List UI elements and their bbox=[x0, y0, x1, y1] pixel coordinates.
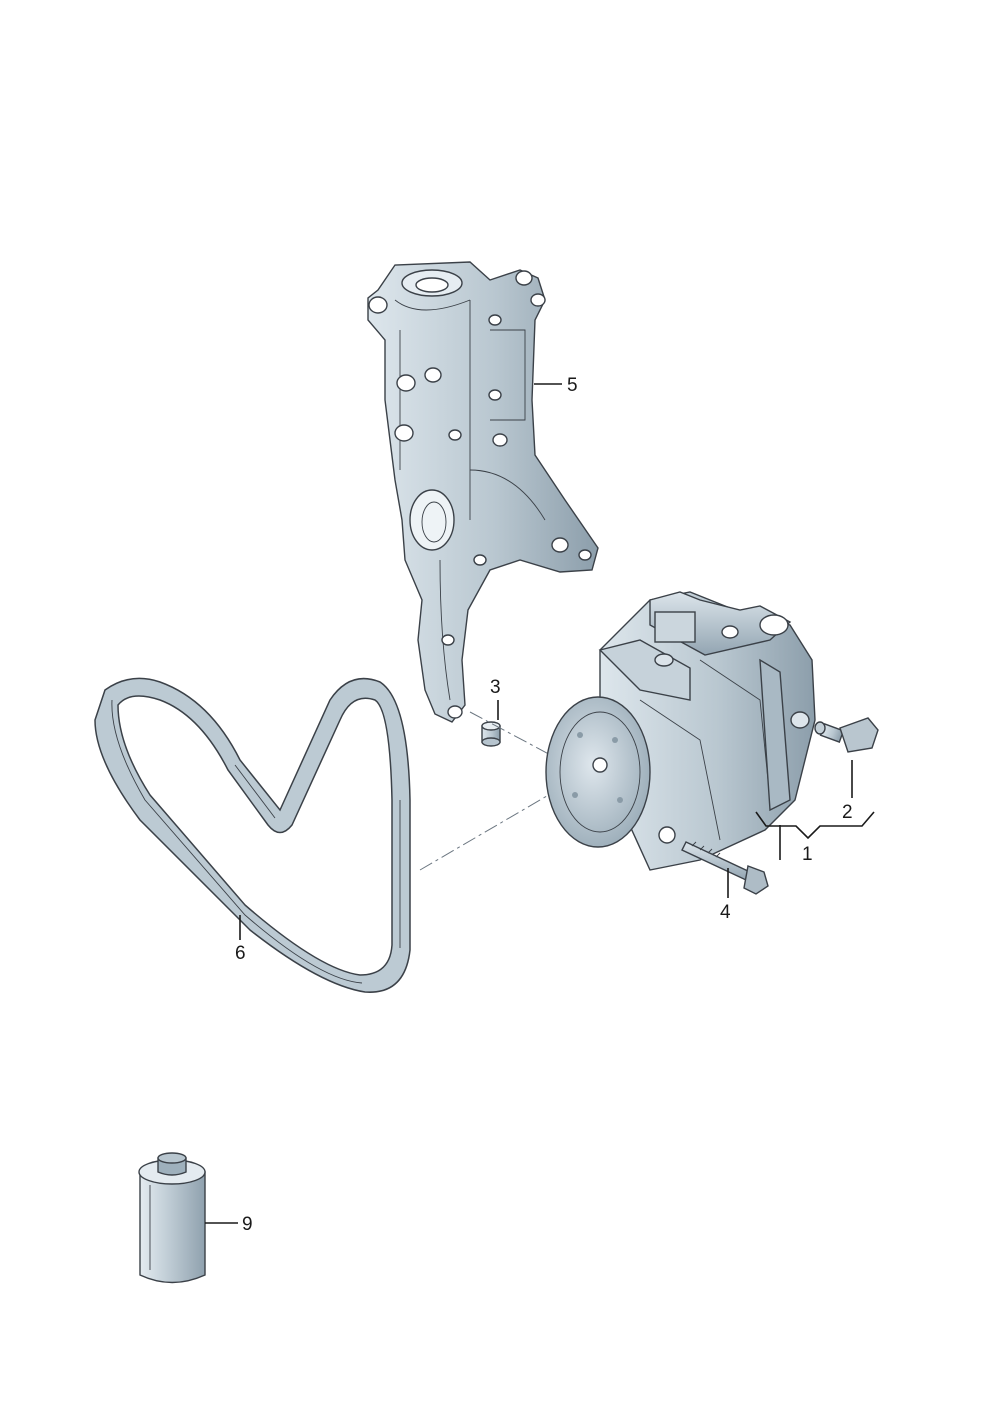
bracket-brace-1 bbox=[755, 811, 875, 840]
pressure-sensor-icon bbox=[814, 717, 879, 753]
hex-bolt-icon bbox=[681, 841, 769, 895]
callout-6[interactable]: 6 bbox=[235, 943, 246, 964]
callout-4[interactable]: 4 bbox=[720, 902, 731, 923]
callout-3[interactable]: 3 bbox=[490, 677, 501, 698]
bracket-icon bbox=[367, 261, 599, 723]
callout-9[interactable]: 9 bbox=[242, 1214, 253, 1235]
callout-2[interactable]: 2 bbox=[842, 802, 853, 823]
ac-compressor-icon bbox=[545, 591, 816, 871]
axis-line-bolt bbox=[469, 711, 561, 761]
oil-bottle-icon bbox=[138, 1152, 206, 1284]
callout-5[interactable]: 5 bbox=[567, 375, 578, 396]
dowel-sleeve-icon bbox=[481, 721, 501, 747]
callout-1[interactable]: 1 bbox=[802, 844, 813, 865]
axis-line bbox=[419, 764, 601, 871]
ribbed-belt-icon bbox=[94, 677, 411, 993]
